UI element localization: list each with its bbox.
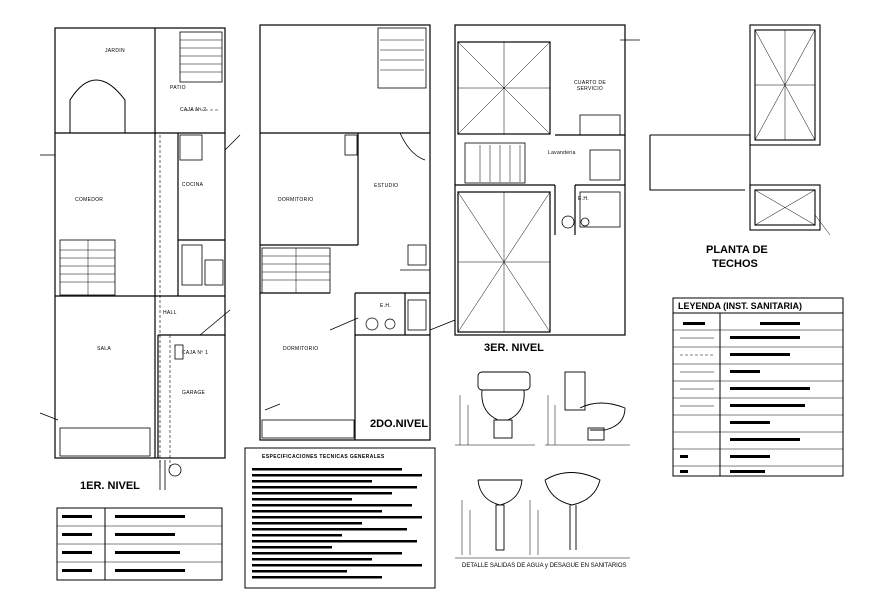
room-dormitorio-2: DORMITORIO bbox=[283, 346, 319, 352]
title-1er-nivel: 1ER. NIVEL bbox=[80, 480, 140, 492]
room-eh-3: E.H. bbox=[578, 196, 589, 202]
caja-1-label: CAJA Nº 1 bbox=[182, 350, 209, 356]
room-dormitorio-1: DORMITORIO bbox=[278, 197, 314, 203]
room-patio: PATIO bbox=[170, 85, 186, 91]
room-cocina: COCINA bbox=[182, 182, 204, 188]
title-3er-nivel: 3ER. NIVEL bbox=[484, 342, 544, 354]
legend-title: LEYENDA (INST. SANITARIA) bbox=[678, 301, 803, 311]
detail-caption: DETALLE SALIDAS DE AGUA y DESAGUE EN SAN… bbox=[462, 563, 627, 569]
room-lavanderia: Lavanderia bbox=[548, 150, 576, 156]
caja-2-label: CAJA Nº 2 bbox=[180, 107, 207, 113]
title-2do-nivel: 2DO.NIVEL bbox=[370, 418, 429, 430]
room-comedor: COMEDOR bbox=[75, 197, 104, 203]
room-jardin: JARDIN bbox=[105, 48, 125, 54]
room-hall: HALL bbox=[163, 310, 177, 316]
title-planta-techos-1: PLANTA DE bbox=[706, 244, 768, 256]
specs-title: ESPECIFICACIONES TECNICAS GENERALES bbox=[262, 454, 385, 460]
room-estudio: ESTUDIO bbox=[374, 183, 399, 189]
title-planta-techos-2: TECHOS bbox=[712, 258, 758, 270]
room-garage: GARAGE bbox=[182, 390, 206, 396]
room-cuarto-servicio: CUARTO DE SERVICIO bbox=[574, 80, 606, 92]
room-eh-2: E.H. bbox=[380, 303, 391, 309]
room-sala: SALA bbox=[97, 346, 111, 352]
